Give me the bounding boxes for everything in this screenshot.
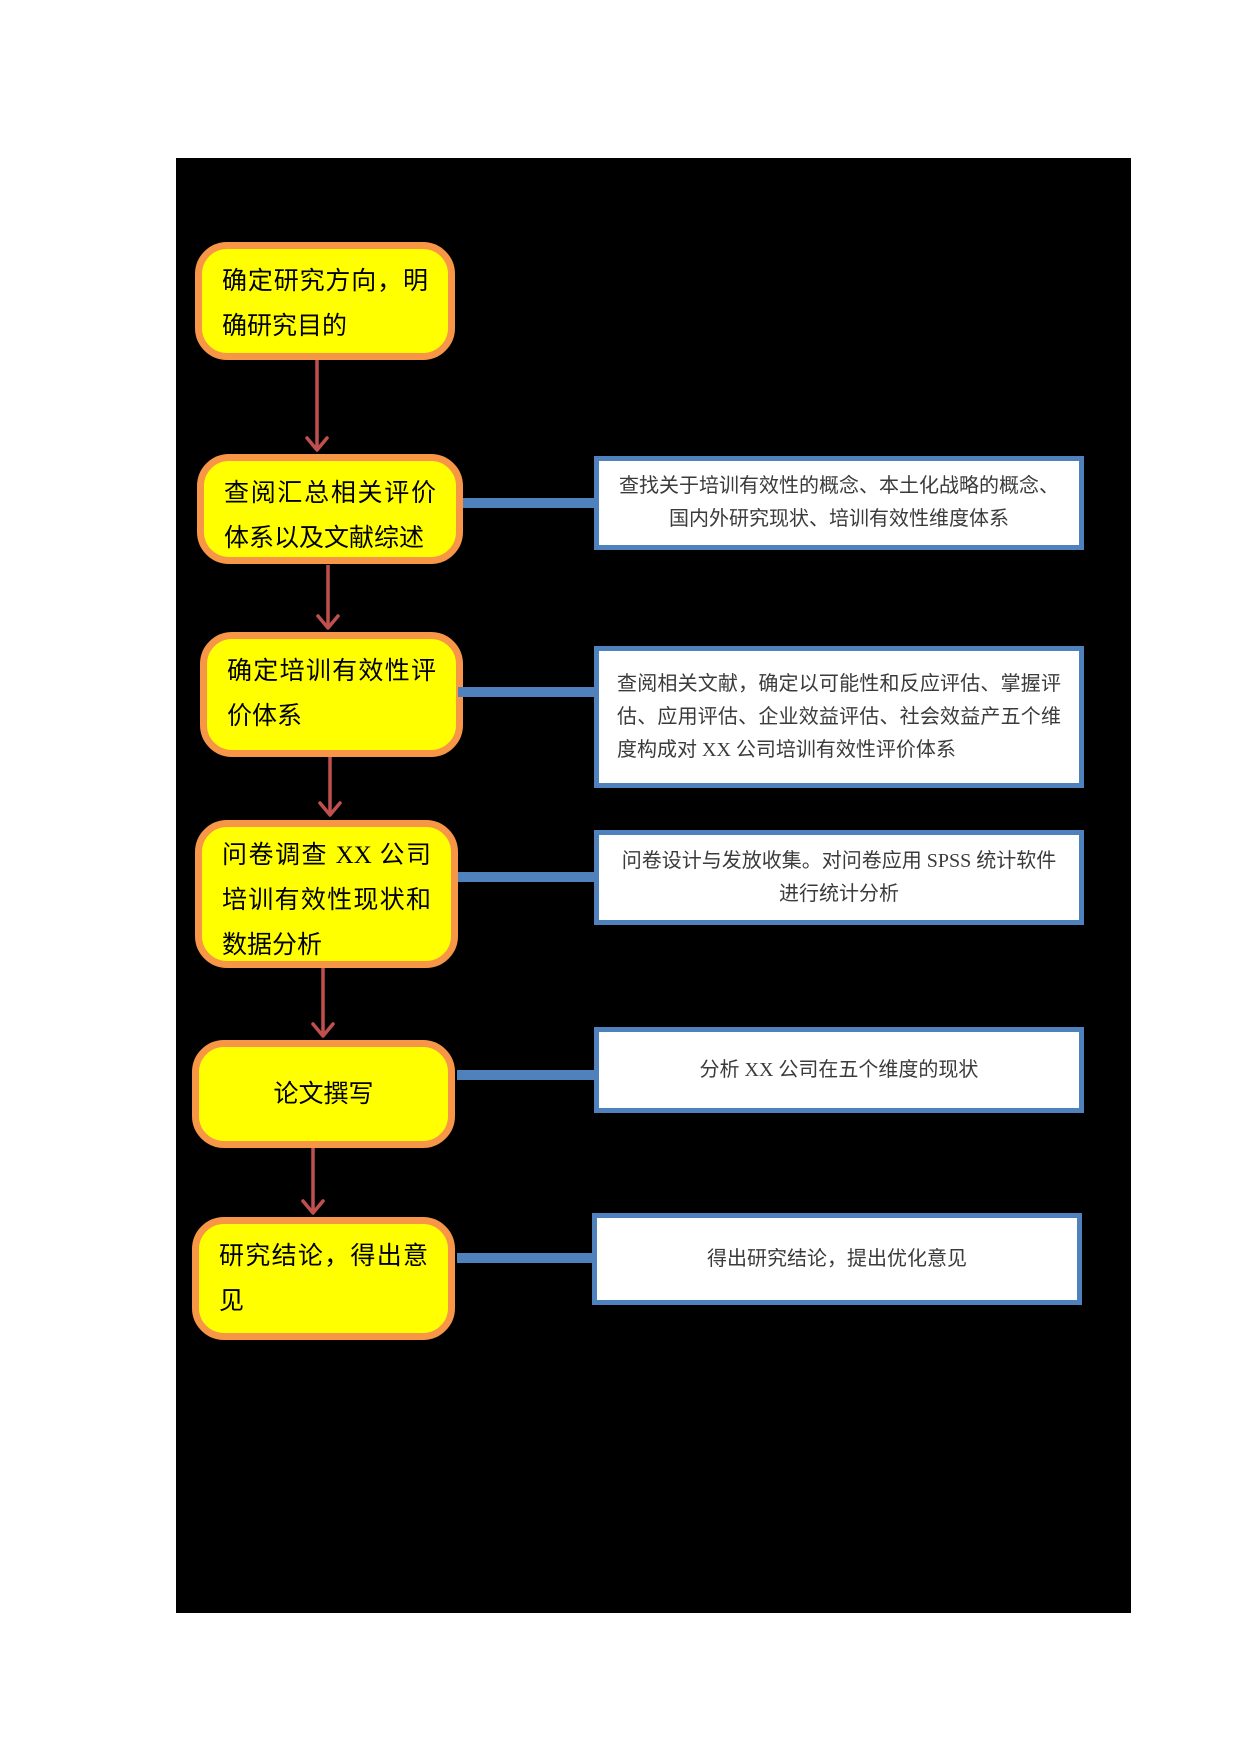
note-box-4: 分析 XX 公司在五个维度的现状 <box>594 1027 1084 1113</box>
flow-step-4: 问卷调查 XX 公司培训有效性现状和数据分析 <box>195 820 458 968</box>
flow-arrow-1-2 <box>305 360 329 452</box>
flowchart-canvas: 确定研究方向，明确研究目的 查阅汇总相关评价体系以及文献综述 确定培训有效性评价… <box>176 158 1131 1613</box>
note-box-1-text: 查找关于培训有效性的概念、本土化战略的概念、国内外研究现状、培训有效性维度体系 <box>619 475 1059 530</box>
note-box-2-text: 查阅相关文献，确定以可能性和反应评估、掌握评估、应用评估、企业效益评估、社会效益… <box>617 672 1061 761</box>
flow-arrow-4-5 <box>311 968 335 1038</box>
flow-arrow-5-6 <box>301 1148 325 1215</box>
flow-step-6-label: 研究结论，得出意见 <box>219 1243 428 1315</box>
note-box-5: 得出研究结论，提出优化意见 <box>592 1213 1082 1305</box>
note-box-3: 问卷设计与发放收集。对问卷应用 SPSS 统计软件进行统计分析 <box>594 830 1084 925</box>
flow-step-5-label: 论文撰写 <box>273 1080 374 1108</box>
flow-step-1-label: 确定研究方向，明确研究目的 <box>222 268 428 340</box>
note-box-5-text: 得出研究结论，提出优化意见 <box>707 1247 967 1270</box>
note-connector-4 <box>457 1070 596 1080</box>
flow-step-5: 论文撰写 <box>192 1040 455 1148</box>
note-box-4-text: 分析 XX 公司在五个维度的现状 <box>699 1058 979 1081</box>
flow-step-3: 确定培训有效性评价体系 <box>200 632 463 757</box>
flow-step-2-label: 查阅汇总相关评价体系以及文献综述 <box>224 480 436 552</box>
flow-step-6: 研究结论，得出意见 <box>192 1217 455 1340</box>
flow-step-1: 确定研究方向，明确研究目的 <box>195 242 455 360</box>
note-box-1: 查找关于培训有效性的概念、本土化战略的概念、国内外研究现状、培训有效性维度体系 <box>594 456 1084 550</box>
note-box-2: 查阅相关文献，确定以可能性和反应评估、掌握评估、应用评估、企业效益评估、社会效益… <box>594 646 1084 788</box>
note-box-3-text: 问卷设计与发放收集。对问卷应用 SPSS 统计软件进行统计分析 <box>621 849 1057 905</box>
flow-arrow-3-4 <box>318 757 342 817</box>
flow-step-4-label: 问卷调查 XX 公司培训有效性现状和数据分析 <box>222 842 431 959</box>
flow-step-2: 查阅汇总相关评价体系以及文献综述 <box>197 454 463 564</box>
flow-step-3-label: 确定培训有效性评价体系 <box>227 658 436 730</box>
note-connector-5 <box>457 1253 594 1263</box>
note-connector-2 <box>458 687 596 697</box>
note-connector-3 <box>458 872 596 882</box>
flow-arrow-2-3 <box>316 565 340 630</box>
note-connector-1 <box>463 498 596 508</box>
